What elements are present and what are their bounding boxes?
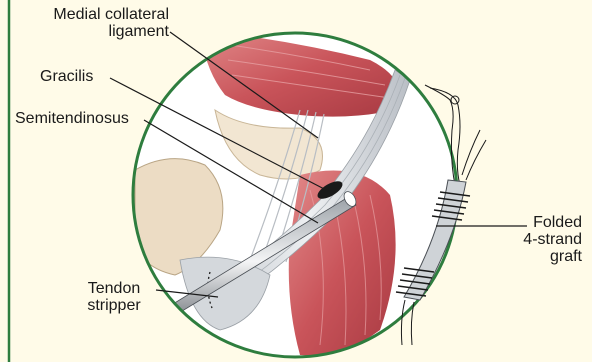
label-mcl-line-2: ligament: [24, 23, 169, 40]
label-semitendinosus: Semitendinosus: [15, 110, 129, 127]
label-graft-line-3: graft: [500, 248, 582, 265]
label-graft-line-2: 4-strand: [500, 231, 582, 248]
label-folded-graft: Folded 4-strand graft: [500, 214, 582, 265]
label-medial-collateral-ligament: Medial collateral ligament: [24, 6, 169, 40]
label-gracilis: Gracilis: [40, 68, 93, 85]
label-stripper-line-1: Tendon: [75, 280, 153, 297]
label-mcl-line-1: Medial collateral: [24, 6, 169, 23]
label-stripper-line-2: stripper: [75, 297, 153, 314]
label-graft-line-1: Folded: [500, 214, 582, 231]
label-tendon-stripper: Tendon stripper: [75, 280, 153, 314]
